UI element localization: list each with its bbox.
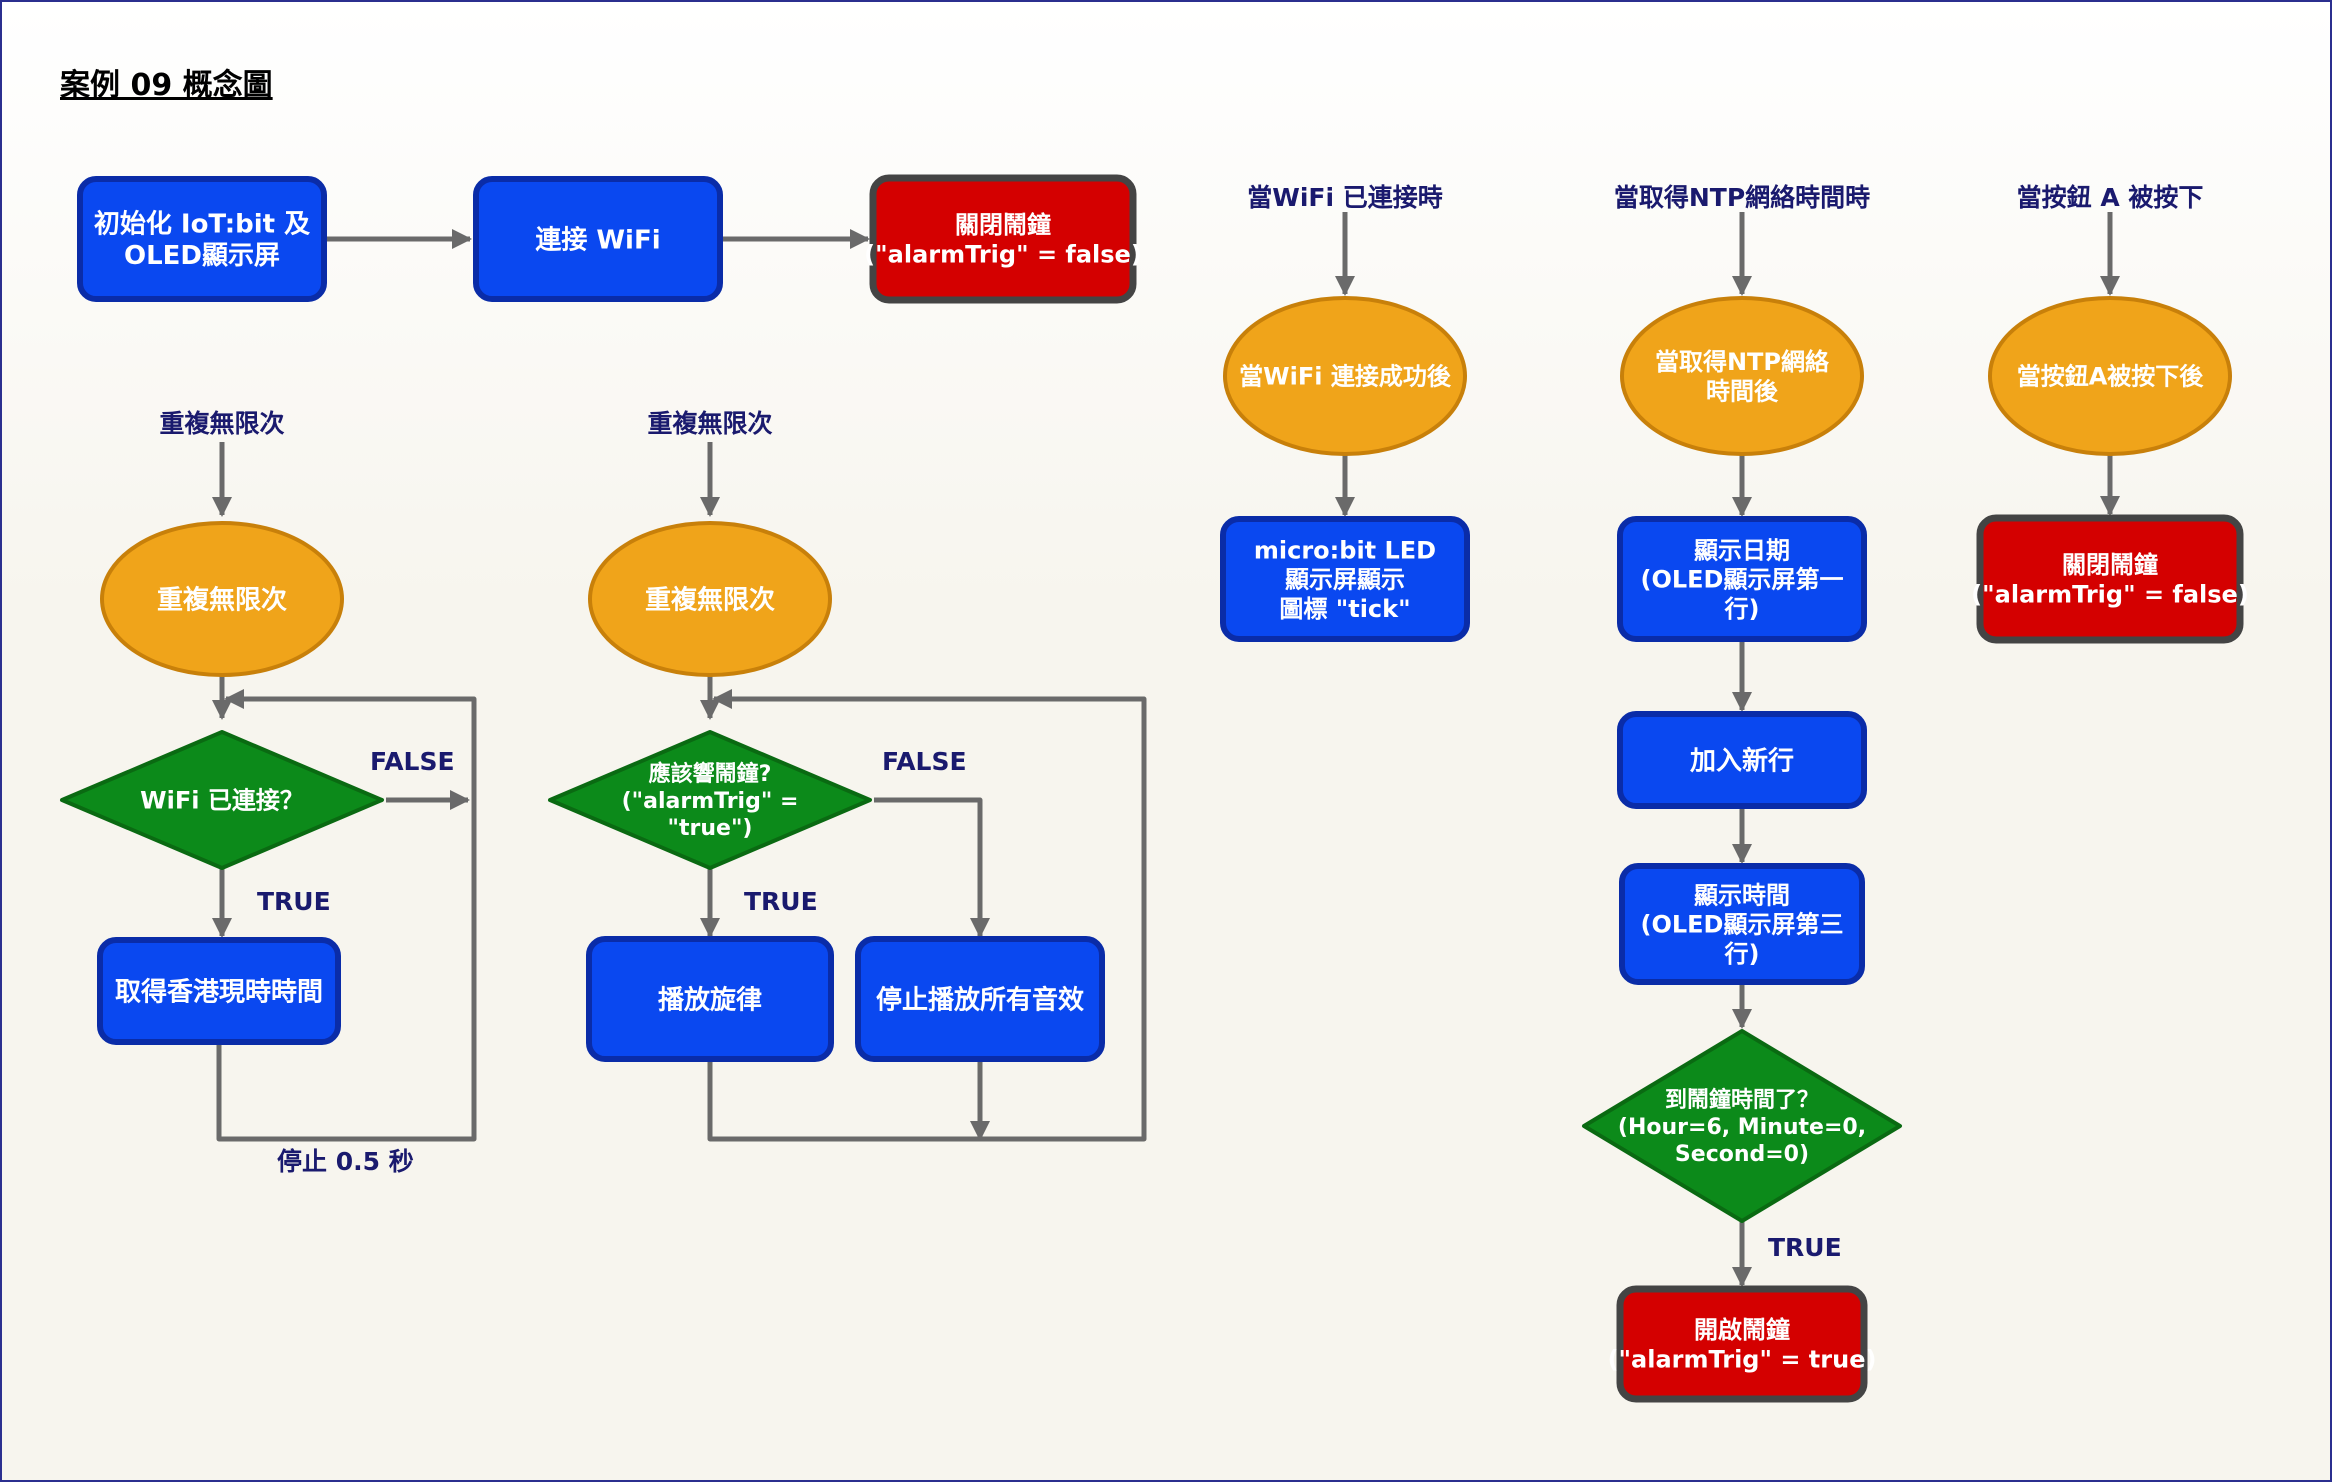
node-label-off1: 關閉鬧鐘("alarmTrig" = false) bbox=[864, 211, 1142, 268]
node-label-gettime: 取得香港現時時間 bbox=[115, 977, 323, 1007]
node-dec2: 應該響鬧鐘?("alarmTrig" ="true") bbox=[548, 730, 872, 870]
node-label-play: 播放旋律 bbox=[658, 984, 762, 1015]
node-label-dec3: 到鬧鐘時間了？(Hour=6, Minute=0,Second=0) bbox=[1618, 1087, 1866, 1167]
edge-rep2-return bbox=[707, 689, 1147, 1142]
label-false2: FALSE bbox=[882, 747, 967, 776]
label-rep2: 重複無限次 bbox=[647, 409, 772, 438]
node-label-dec2: 應該響鬧鐘?("alarmTrig" ="true") bbox=[622, 761, 799, 841]
edge-dec2-false bbox=[874, 797, 990, 938]
labels: 重複無限次重複無限次當WiFi 已連接時當取得NTP網絡時間時當按鈕 A 被按下… bbox=[159, 183, 2203, 1262]
node-wifi: 連接 WiFi bbox=[473, 176, 723, 302]
node-showtime: 顯示時間(OLED顯示屏第三行) bbox=[1619, 863, 1865, 985]
node-dec1: WiFi 已連接？ bbox=[60, 730, 384, 870]
node-rep1_ev: 重複無限次 bbox=[100, 521, 344, 677]
node-dec3: 到鬧鐘時間了？(Hour=6, Minute=0,Second=0) bbox=[1582, 1029, 1902, 1223]
node-label-off2: 關閉鬧鐘("alarmTrig" = false) bbox=[1971, 551, 2249, 608]
node-label-on: 開啟鬧鐘("alarmTrig" = true) bbox=[1608, 1316, 1877, 1373]
node-date: 顯示日期(OLED顯示屏第一行) bbox=[1617, 516, 1867, 642]
node-ntp_ev: 當取得NTP網絡時間後 bbox=[1620, 296, 1864, 456]
node-label-rep2_ev: 重複無限次 bbox=[645, 584, 775, 615]
node-play: 播放旋律 bbox=[586, 936, 834, 1062]
page-title: 案例 09 概念圖 bbox=[60, 68, 273, 103]
node-btn_ev: 當按鈕A被按下後 bbox=[1988, 296, 2232, 456]
node-label-wifi: 連接 WiFi bbox=[535, 225, 660, 255]
node-on: 開啟鬧鐘("alarmTrig" = true) bbox=[1608, 1285, 1877, 1403]
node-label-rep1_ev: 重複無限次 bbox=[157, 584, 287, 615]
label-true2: TRUE bbox=[744, 887, 818, 916]
node-label-stop: 停止播放所有音效 bbox=[876, 984, 1084, 1015]
node-wifi_ev: 當WiFi 連接成功後 bbox=[1223, 296, 1467, 456]
node-off1: 關閉鬧鐘("alarmTrig" = false) bbox=[864, 174, 1142, 304]
node-label-btn_ev: 當按鈕A被按下後 bbox=[2017, 363, 2205, 391]
node-label-showtime: 顯示時間(OLED顯示屏第三行) bbox=[1641, 881, 1844, 968]
node-gettime: 取得香港現時時間 bbox=[97, 937, 341, 1045]
node-off2: 關閉鬧鐘("alarmTrig" = false) bbox=[1971, 514, 2249, 644]
label-wifi_trig: 當WiFi 已連接時 bbox=[1247, 183, 1443, 212]
node-stop: 停止播放所有音效 bbox=[855, 936, 1105, 1062]
label-false1: FALSE bbox=[370, 747, 455, 776]
label-btn_trig: 當按鈕 A 被按下 bbox=[2017, 183, 2204, 212]
node-rep2_ev: 重複無限次 bbox=[588, 521, 832, 677]
node-label-wifi_ev: 當WiFi 連接成功後 bbox=[1239, 363, 1452, 391]
label-ntp_trig: 當取得NTP網絡時間時 bbox=[1614, 183, 1870, 212]
edge-gettime-loop bbox=[216, 689, 477, 1142]
node-label-dec1: WiFi 已連接？ bbox=[140, 787, 304, 815]
label-true3: TRUE bbox=[1768, 1233, 1842, 1262]
label-rep1: 重複無限次 bbox=[159, 409, 284, 438]
node-label-date: 顯示日期(OLED顯示屏第一行) bbox=[1641, 536, 1844, 623]
node-label-ntp_ev: 當取得NTP網絡時間後 bbox=[1655, 348, 1830, 405]
node-label-newline: 加入新行 bbox=[1690, 745, 1794, 776]
label-wait: 停止 0.5 秒 bbox=[277, 1147, 414, 1176]
node-newline: 加入新行 bbox=[1617, 711, 1867, 809]
label-true1: TRUE bbox=[257, 887, 331, 916]
edges bbox=[212, 212, 2120, 1287]
